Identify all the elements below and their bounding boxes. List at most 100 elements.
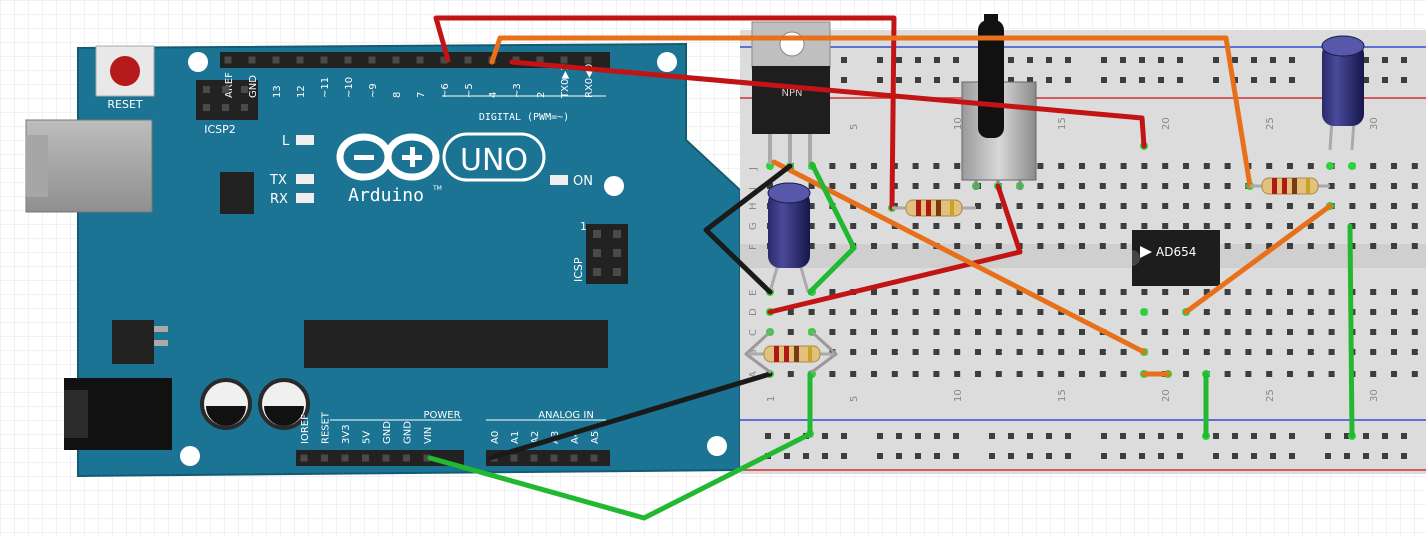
rail-hole[interactable] (1213, 433, 1219, 439)
breadboard-hole[interactable] (1245, 329, 1252, 335)
breadboard-hole[interactable] (1079, 329, 1085, 335)
rail-hole[interactable] (1382, 57, 1388, 63)
breadboard-hole[interactable] (850, 329, 857, 335)
breadboard-hole[interactable] (1411, 183, 1418, 189)
breadboard-hole[interactable] (1183, 203, 1189, 209)
breadboard-hole[interactable] (829, 309, 836, 315)
breadboard-hole[interactable] (1370, 163, 1377, 169)
reset-button-cap[interactable] (110, 56, 140, 86)
rail-hole[interactable] (896, 77, 902, 83)
breadboard-hole[interactable] (1349, 183, 1356, 189)
breadboard-hole[interactable] (1203, 203, 1210, 209)
breadboard-hole[interactable] (1266, 163, 1273, 169)
breadboard-hole[interactable] (808, 223, 815, 229)
rail-hole[interactable] (953, 57, 959, 63)
header-pin[interactable] (590, 454, 598, 462)
breadboard-hole[interactable] (1183, 329, 1189, 335)
icsp-pin[interactable] (613, 230, 621, 238)
rail-hole[interactable] (953, 433, 959, 439)
breadboard-hole[interactable] (850, 183, 857, 189)
rail-hole[interactable] (1027, 57, 1033, 63)
breadboard-hole[interactable] (1016, 329, 1023, 335)
header-pin[interactable] (403, 454, 410, 462)
breadboard-hole[interactable] (1287, 309, 1293, 315)
rail-hole[interactable] (1008, 77, 1014, 83)
breadboard-hole[interactable] (995, 243, 1002, 249)
rail-hole[interactable] (1289, 453, 1295, 459)
breadboard-hole[interactable] (1328, 309, 1335, 315)
icsp2-pin[interactable] (241, 86, 248, 93)
breadboard-hole[interactable] (1203, 329, 1210, 335)
breadboard-hole[interactable] (1307, 289, 1314, 295)
breadboard-hole[interactable] (995, 223, 1002, 229)
breadboard-hole[interactable] (995, 203, 1002, 209)
breadboard-hole[interactable] (1162, 223, 1169, 229)
rail-hole[interactable] (841, 57, 847, 63)
breadboard-hole[interactable] (1120, 163, 1127, 169)
header-pin[interactable] (248, 56, 256, 64)
rail-hole[interactable] (1363, 57, 1369, 63)
rail-hole[interactable] (1289, 57, 1295, 63)
breadboard-hole[interactable] (1203, 183, 1210, 189)
breadboard-hole[interactable] (1203, 223, 1210, 229)
breadboard-hole[interactable] (1411, 163, 1418, 169)
breadboard-hole[interactable] (933, 183, 940, 189)
breadboard-hole[interactable] (1203, 163, 1210, 169)
icsp2-pin[interactable] (241, 104, 248, 111)
breadboard-hole[interactable] (1037, 371, 1044, 377)
breadboard-hole[interactable] (1391, 309, 1397, 315)
rail-hole[interactable] (915, 453, 921, 459)
rail-hole[interactable] (1101, 453, 1107, 459)
green-wire[interactable] (427, 371, 813, 521)
breadboard-hole[interactable] (1266, 349, 1273, 355)
breadboard-hole[interactable] (1099, 243, 1106, 249)
breadboard-hole[interactable] (891, 183, 898, 189)
breadboard-hole[interactable] (975, 309, 981, 315)
header-pin[interactable] (550, 454, 558, 462)
breadboard-hole[interactable] (1411, 349, 1418, 355)
breadboard-hole[interactable] (1037, 203, 1044, 209)
icsp2-pin[interactable] (203, 104, 210, 111)
gray-jumper[interactable] (810, 330, 838, 374)
header-pin[interactable] (423, 454, 431, 462)
rail-hole[interactable] (1139, 77, 1145, 83)
breadboard-hole[interactable] (1037, 223, 1044, 229)
breadboard-hole[interactable] (808, 243, 815, 249)
rail-hole[interactable] (1213, 77, 1219, 83)
icsp-pin[interactable] (613, 249, 621, 257)
breadboard-hole[interactable] (1079, 309, 1085, 315)
rail-hole[interactable] (915, 57, 921, 63)
rail-hole[interactable] (1101, 433, 1107, 439)
breadboard-hole[interactable] (975, 329, 981, 335)
breadboard-hole[interactable] (829, 329, 836, 335)
rail-hole[interactable] (1158, 433, 1164, 439)
breadboard-hole[interactable] (1183, 371, 1189, 377)
breadboard-hole[interactable] (1370, 349, 1377, 355)
breadboard-hole[interactable] (1349, 203, 1356, 209)
breadboard-hole[interactable] (1120, 371, 1127, 377)
header-pin[interactable] (510, 454, 518, 462)
breadboard-hole[interactable] (975, 223, 981, 229)
breadboard-hole[interactable] (850, 371, 857, 377)
breadboard-hole[interactable] (1016, 371, 1023, 377)
rail-hole[interactable] (841, 433, 847, 439)
breadboard-hole[interactable] (1245, 371, 1252, 377)
breadboard-hole[interactable] (1307, 329, 1314, 335)
breadboard-hole[interactable] (1120, 223, 1127, 229)
header-pin[interactable] (570, 454, 578, 462)
header-pin[interactable] (530, 454, 538, 462)
breadboard-hole[interactable] (1141, 289, 1148, 295)
rail-hole[interactable] (915, 77, 921, 83)
breadboard-hole[interactable] (1224, 349, 1231, 355)
gray-jumper[interactable] (744, 330, 772, 374)
breadboard-hole[interactable] (850, 203, 857, 209)
breadboard-hole[interactable] (1328, 183, 1335, 189)
rail-hole[interactable] (1251, 433, 1257, 439)
breadboard-hole[interactable] (1328, 223, 1335, 229)
breadboard-hole[interactable] (912, 289, 919, 295)
rail-hole[interactable] (877, 433, 883, 439)
rail-hole[interactable] (1120, 433, 1126, 439)
breadboard-hole[interactable] (1307, 309, 1314, 315)
breadboard-hole[interactable] (933, 329, 940, 335)
breadboard-hole[interactable] (1307, 371, 1314, 377)
